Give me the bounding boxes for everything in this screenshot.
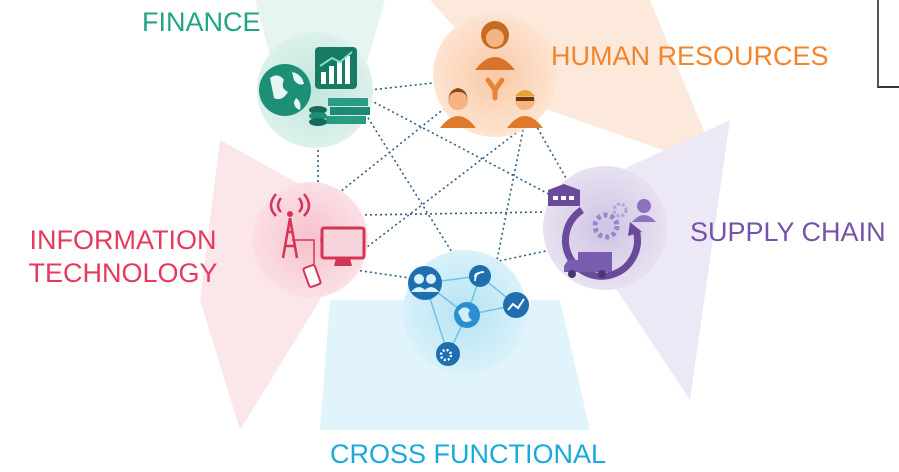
team-icon bbox=[408, 266, 442, 300]
cross-functional-label: CROSS FUNCTIONAL bbox=[329, 439, 607, 469]
finance-icon bbox=[259, 47, 370, 126]
gears-icon bbox=[436, 342, 460, 366]
money-stack-icon bbox=[309, 98, 370, 126]
phone-icon bbox=[302, 264, 322, 288]
truck-icon bbox=[564, 252, 612, 278]
monitor-icon bbox=[320, 226, 366, 266]
it-label-line-2: TECHNOLOGY bbox=[28, 258, 218, 288]
information-technology-label: INFORMATION TECHNOLOGY bbox=[14, 224, 232, 290]
human-resources-label: HUMAN RESOURCES bbox=[551, 41, 829, 71]
people-hierarchy-icon bbox=[440, 21, 543, 128]
network-icon bbox=[408, 265, 529, 366]
finance-label: FINANCE bbox=[142, 7, 261, 37]
wifi-icon bbox=[469, 265, 491, 287]
corner-bracket bbox=[877, 0, 899, 88]
gear-icon bbox=[592, 212, 620, 240]
it-label-line-1: INFORMATION bbox=[29, 225, 217, 255]
trend-chart-icon bbox=[503, 292, 529, 318]
network-links bbox=[317, 79, 571, 279]
antenna-computer-icon bbox=[269, 193, 366, 288]
supply-chain-label: SUPPLY CHAIN bbox=[690, 217, 886, 247]
warehouse-truck-icon bbox=[548, 184, 656, 280]
antenna-tower-icon bbox=[269, 193, 311, 259]
